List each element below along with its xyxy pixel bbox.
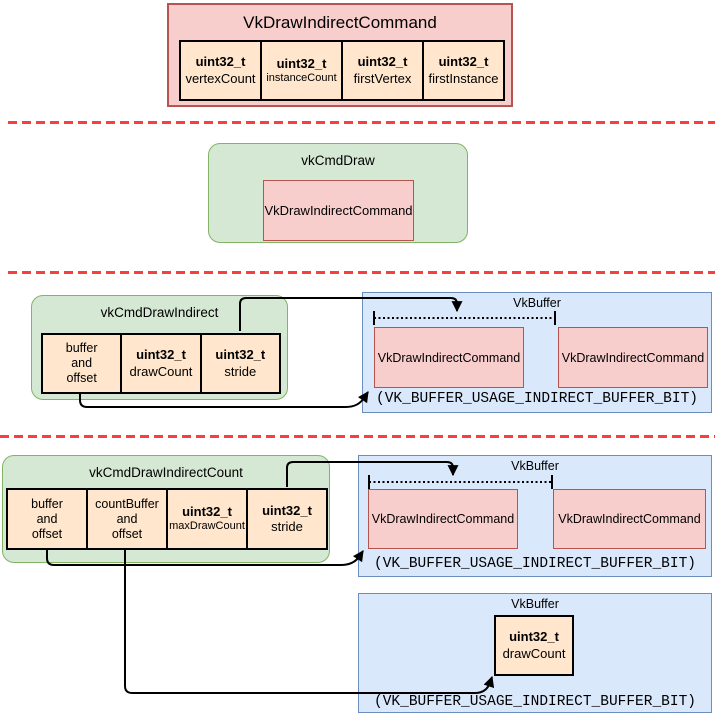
vkcmddrawindirect-box: vkCmdDrawIndirect buffer and offset uint… [31, 295, 288, 400]
param-label: buffer and offset [65, 341, 98, 385]
field-name: firstInstance [428, 70, 499, 86]
separator-dashed-2 [8, 271, 715, 274]
vkcmddrawindirect-title: vkCmdDrawIndirect [100, 305, 219, 320]
field-name: drawCount [502, 645, 566, 661]
field-instancecount: uint32_t instanceCount [260, 40, 343, 101]
field-firstvertex: uint32_t firstVertex [341, 40, 424, 101]
field-firstinstance: uint32_t firstInstance [422, 40, 505, 101]
param-name: stride [224, 363, 257, 379]
param-name: maxDrawCount [169, 520, 245, 533]
buffer-command-1: VkDrawIndirectCommand [558, 327, 708, 388]
field-name: firstVertex [353, 70, 412, 86]
field-type: uint32_t [357, 54, 408, 70]
buffer-command-0: VkDrawIndirectCommand [368, 489, 518, 549]
field-type: uint32_t [276, 55, 327, 71]
struct-field-row: uint32_t vertexCount uint32_t instanceCo… [179, 40, 505, 101]
field-type: uint32_t [438, 54, 489, 70]
param-countbuffer-offset: countBuffer and offset [86, 488, 168, 550]
vkcmddrawindirectcount-title: vkCmdDrawIndirectCount [89, 465, 243, 480]
buffer-usage-caption: (VK_BUFFER_USAGE_INDIRECT_BUFFER_BIT) [376, 391, 698, 407]
param-label: buffer and offset [31, 496, 63, 541]
param-label: countBuffer and offset [95, 496, 159, 541]
field-name: vertexCount [185, 70, 256, 86]
param-maxdrawcount: uint32_t maxDrawCount [166, 488, 248, 550]
param-type: uint32_t [262, 502, 312, 518]
buffer-usage-caption: (VK_BUFFER_USAGE_INDIRECT_BUFFER_BIT) [374, 694, 696, 710]
param-buffer-offset: buffer and offset [41, 333, 123, 394]
buffer-command-1: VkDrawIndirectCommand [553, 489, 706, 549]
vkbuffer-drawcount-box: VkBuffer uint32_t drawCount (VK_BUFFER_U… [358, 593, 712, 713]
field-type: uint32_t [509, 629, 559, 645]
field-name: instanceCount [266, 71, 337, 84]
vkcmddraw-title: vkCmdDraw [301, 153, 375, 168]
buffer-command-0: VkDrawIndirectCommand [374, 327, 524, 388]
vkcmddrawindirect-param-row: buffer and offset uint32_t drawCount uin… [41, 333, 281, 394]
param-stride: uint32_t stride [246, 488, 328, 550]
vkbuffer-title: VkBuffer [511, 597, 559, 611]
field-type: uint32_t [195, 54, 246, 70]
buffer-usage-caption: (VK_BUFFER_USAGE_INDIRECT_BUFFER_BIT) [374, 556, 696, 572]
struct-title: VkDrawIndirectCommand [243, 13, 437, 32]
param-stride: uint32_t stride [199, 333, 281, 394]
param-name: drawCount [129, 363, 193, 379]
vkbuffer-title: VkBuffer [511, 459, 559, 473]
vkcmddraw-command-box: VkDrawIndirectCommand [263, 180, 414, 241]
vkbuffer-indirect-box: VkBuffer VkDrawIndirectCommand VkDrawInd… [362, 292, 712, 413]
field-drawcount: uint32_t drawCount [494, 615, 574, 676]
param-buffer-offset: buffer and offset [6, 488, 88, 550]
field-vertexcount: uint32_t vertexCount [179, 40, 262, 101]
vkcmddrawindirectcount-box: vkCmdDrawIndirectCount buffer and offset… [2, 455, 330, 563]
vkbuffer-count-indirect-box: VkBuffer VkDrawIndirectCommand VkDrawInd… [358, 455, 712, 577]
separator-dashed-3 [0, 435, 715, 438]
struct-vkdrawindirectcommand-box: VkDrawIndirectCommand uint32_t vertexCou… [167, 3, 513, 107]
vkcmddrawindirectcount-param-row: buffer and offset countBuffer and offset… [6, 488, 328, 550]
param-drawcount: uint32_t drawCount [120, 333, 202, 394]
vkcmddraw-box: vkCmdDraw VkDrawIndirectCommand [208, 143, 468, 243]
param-type: uint32_t [136, 347, 186, 363]
vkbuffer-title: VkBuffer [513, 296, 561, 310]
param-name: stride [271, 519, 303, 534]
separator-dashed-1 [8, 121, 715, 124]
param-type: uint32_t [215, 347, 266, 363]
param-type: uint32_t [182, 504, 232, 519]
